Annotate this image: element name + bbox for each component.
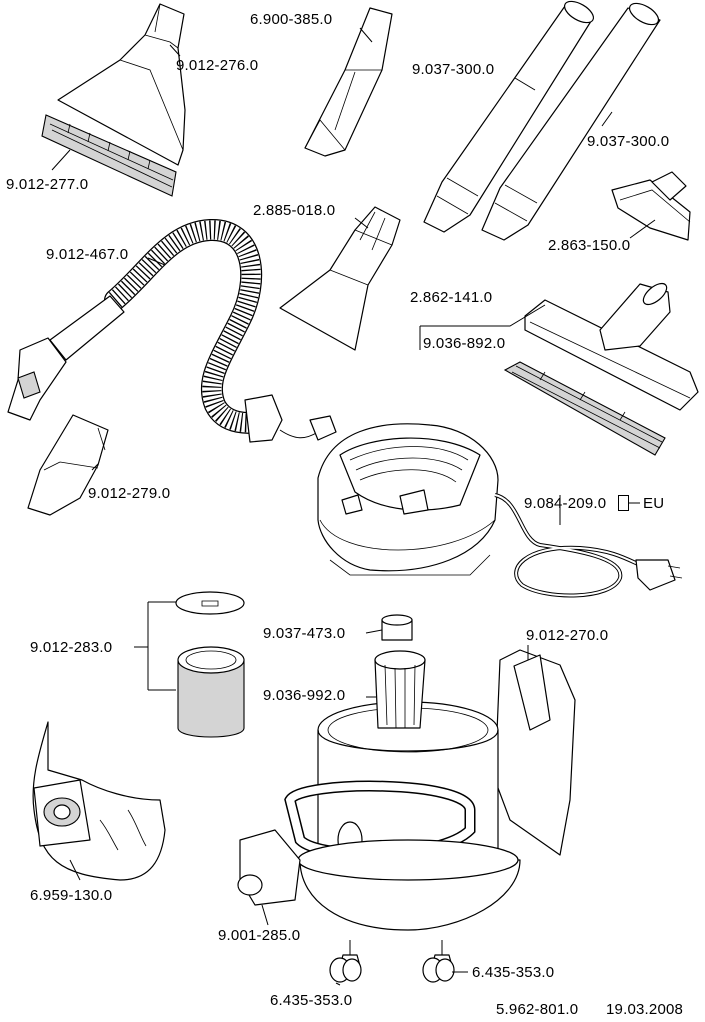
- joint-nozzle-drawing: [612, 172, 690, 240]
- label-filter-bag: 6.959-130.0: [30, 888, 112, 904]
- float-valve-drawing: [382, 615, 412, 640]
- label-floor-nozzle: 2.862-141.0: [410, 290, 492, 306]
- crevice-tool-drawing: [305, 8, 392, 156]
- label-suction-tube-right: 9.037-300.0: [587, 134, 669, 150]
- label-suction-hose: 9.012-467.0: [46, 247, 128, 263]
- filter-disc-drawing: [176, 592, 244, 614]
- caster-left-drawing: [330, 940, 361, 982]
- label-hand-nozzle: 2.885-018.0: [253, 203, 335, 219]
- filter-cartridge-drawing: [178, 647, 244, 737]
- label-caster-left: 6.435-353.0: [270, 993, 352, 1009]
- caster-right-drawing: [423, 940, 454, 982]
- footer-date: 19.03.2008: [606, 1002, 683, 1018]
- label-crevice-tool: 6.900-385.0: [250, 12, 332, 28]
- label-container: 9.001-285.0: [218, 928, 300, 944]
- suction-socket-drawing: [238, 830, 300, 905]
- label-upholstery-nozzle: 9.012-276.0: [176, 58, 258, 74]
- footer-doc-number: 5.962-801.0: [496, 1002, 578, 1018]
- label-caster-right: 6.435-353.0: [472, 965, 554, 981]
- label-filter-basket: 9.036-992.0: [263, 688, 345, 704]
- label-filter-set: 9.012-283.0: [30, 640, 112, 656]
- label-nozzle-insert: 9.012-277.0: [6, 177, 88, 193]
- label-floor-nozzle-insert: 9.036-892.0: [423, 336, 505, 352]
- filter-basket-drawing: [375, 651, 425, 728]
- label-container-handle: 9.012-270.0: [526, 628, 608, 644]
- filter-bag-drawing: [33, 722, 165, 880]
- label-joint-nozzle: 2.863-150.0: [548, 238, 630, 254]
- vacuum-head-drawing: [318, 424, 498, 575]
- label-adapter: 9.012-279.0: [88, 486, 170, 502]
- label-power-cord: 9.084-209.0: [524, 496, 606, 512]
- country-variant-box: [618, 495, 629, 511]
- label-suction-tube-left: 9.037-300.0: [412, 62, 494, 78]
- label-country-eu: EU: [643, 496, 664, 512]
- hand-nozzle-drawing: [280, 207, 400, 350]
- label-float-valve: 9.037-473.0: [263, 626, 345, 642]
